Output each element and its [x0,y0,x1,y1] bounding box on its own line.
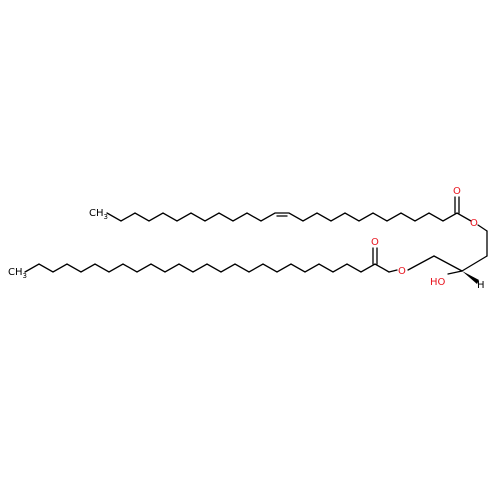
glycerol-backbone [388,224,488,284]
top-chain-bonds [106,212,472,222]
bottom-acyl-chain [24,247,390,273]
ch2-to-bottom-ester-o [407,255,435,271]
bottom-carbonyl-oxygen: O [371,237,379,248]
atom-labels: CH3 CH3 O O O O HO H [8,186,485,291]
bottom-chain-bonds [24,263,390,273]
bottom-ester-oxygen: O [398,266,406,277]
chiral-to-bottom-ch2 [461,255,488,272]
wedge-bond-to-h [462,271,479,284]
hydroxyl-label: HO [430,277,446,288]
top-ester-o-to-ch2 [477,224,488,232]
chiral-to-hydroxyl [447,270,463,275]
hydrogen-label: H [477,280,485,291]
ch3-bottom-label: CH3 [8,267,27,280]
ch3-top-label: CH3 [89,208,108,221]
top-ester-oxygen: O [470,218,478,229]
bottom-ester-o-to-carbonyl [388,269,398,273]
top-carbonyl-oxygen: O [453,186,461,197]
top-acyl-chain [106,196,472,222]
bottom-ch2-to-ch2 [433,255,463,272]
